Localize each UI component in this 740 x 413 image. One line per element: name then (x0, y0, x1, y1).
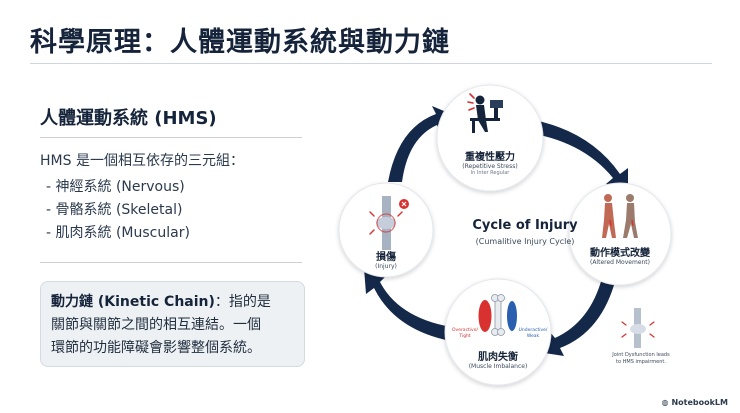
node-muscle-imbalance (444, 278, 552, 386)
hms-item-muscular: - 肌肉系統 (Muscular) (46, 225, 190, 241)
arrow-stress-to-altered (523, 118, 628, 194)
kinetic-term: 動力鏈 (Kinetic Chain) (51, 294, 215, 310)
section-divider (40, 262, 302, 263)
hms-heading: 人體運動系統 (HMS) (40, 108, 217, 129)
node-repetitive-stress (436, 84, 544, 192)
slide-title: 科學原理：人體運動系統與動力鏈 (30, 27, 450, 58)
label-altered-movement: 動作模式改變 (Altered Movement) (589, 248, 651, 266)
joint-dysfunction-note: Joint Dysfunction leads to HMS impairmen… (612, 352, 670, 365)
brand-name: NotebookLM (671, 398, 728, 407)
cycle-title: Cycle of Injury (472, 218, 578, 233)
kinetic-line-2: 關節與關節之間的相互連結。一個 (51, 317, 261, 333)
hms-list: - 神經系統 (Nervous) - 骨骼系統 (Skeletal) - 肌肉系… (46, 176, 190, 245)
arrow-altered-to-imbalance (538, 278, 616, 356)
notebooklm-icon: ◍ (661, 398, 669, 407)
injury-cycle-diagram: 重複性壓力 (Repetitive Stress) In Inter Regul… (320, 70, 740, 400)
node-injury (338, 182, 434, 278)
walking-figures-icon (602, 194, 638, 238)
label-repetitive-stress: 重複性壓力 (Repetitive Stress) In Inter Regul… (462, 152, 518, 176)
desk-worker-icon (467, 93, 503, 133)
hms-intro: HMS 是一個相互依存的三元組： (40, 153, 244, 169)
muscle-bone-icon (478, 294, 517, 336)
cycle-graphic (338, 84, 672, 386)
brand-watermark: ◍NotebookLM (661, 398, 728, 407)
node-altered-movement (568, 182, 672, 286)
joint-dysfunction-icon (621, 308, 655, 348)
cycle-subtitle: (Cumalitive Injury Cycle) (475, 237, 575, 246)
injured-knee-icon (369, 196, 409, 250)
tag-underactive: Underactive/ Weak (518, 328, 548, 339)
kinetic-line-3: 環節的功能障礙會影響整個系統。 (51, 340, 261, 356)
hms-item-nervous: - 神經系統 (Nervous) (46, 179, 185, 195)
kinetic-chain-callout: 動力鏈 (Kinetic Chain)：指的是 關節與關節之間的相互連結。一個 … (40, 281, 305, 367)
tag-overactive: Overactive/ Tight (451, 328, 479, 339)
kinetic-line1-rest: ：指的是 (214, 294, 271, 310)
label-muscle-imbalance: 肌肉失衡 (Muscle Imbalance) (468, 352, 528, 370)
label-injury: 損傷 (Injury) (375, 252, 397, 270)
hms-divider (40, 137, 302, 138)
kinetic-line-1: 動力鏈 (Kinetic Chain)：指的是 (51, 291, 294, 314)
arrow-imbalance-to-injury (364, 268, 458, 342)
title-divider (30, 63, 712, 64)
hms-item-skeletal: - 骨骼系統 (Skeletal) (46, 202, 183, 218)
